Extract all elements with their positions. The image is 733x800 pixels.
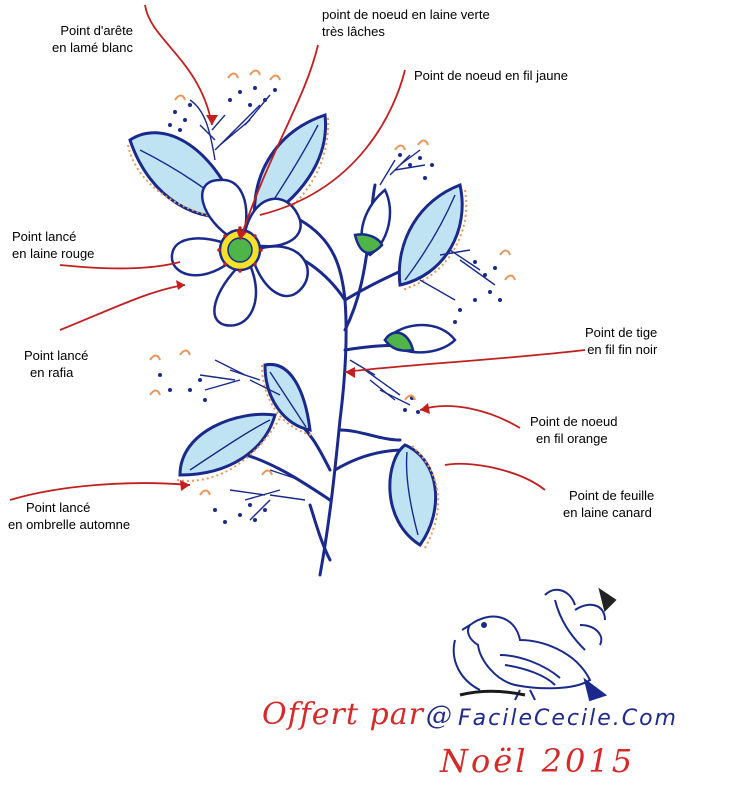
- label-lance-ombrelle-line2: en ombrelle automne: [8, 517, 131, 532]
- label-lance-rafia-line2: en rafia: [30, 365, 74, 380]
- label-lance-ombrelle: Point lancé en ombrelle automne: [8, 499, 130, 533]
- bird-stamp: [452, 587, 617, 702]
- label-lance-rafia-line1: Point lancé: [24, 348, 89, 363]
- label-lance-rouge: Point lancé en laine rouge: [12, 228, 94, 262]
- label-noeud-verte-line1: point de noeud en laine verte: [322, 7, 490, 22]
- label-arete: Point d'arête en lamé blanc: [52, 22, 133, 56]
- label-lance-rouge-line2: en laine rouge: [12, 246, 95, 261]
- signature-offert-text: Offert par: [262, 697, 424, 732]
- knot-dots: [158, 86, 502, 524]
- signature-site: FacileCecile.Com: [458, 706, 678, 731]
- pointer-arrowheads: [176, 115, 430, 491]
- signature-offert: Offert par@: [262, 697, 453, 732]
- label-noeud-jaune: Point de noeud en fil jaune: [414, 67, 568, 84]
- label-noeud-orange-line2: en fil orange: [536, 431, 608, 446]
- label-arete-line2: en lamé blanc: [52, 40, 133, 55]
- orange-knots: [149, 69, 516, 496]
- buds: [353, 188, 457, 354]
- label-tige: Point de tige en fil fin noir: [585, 324, 657, 358]
- flower-center-dots: [217, 226, 263, 273]
- label-noeud-jaune-line1: Point de noeud en fil jaune: [414, 68, 568, 83]
- label-lance-rouge-line1: Point lancé: [12, 229, 77, 244]
- label-noeud-verte-line2: très lâches: [322, 24, 385, 39]
- label-feuille-line1: Point de feuille: [569, 488, 655, 503]
- signature-at: @: [425, 701, 453, 731]
- pointer-lines: [9, 4, 586, 501]
- leaf-lower-right: [388, 443, 438, 548]
- label-lance-rafia: Point lancé en rafia: [24, 347, 88, 381]
- label-tige-line1: Point de tige: [585, 325, 658, 340]
- label-feuille-line2: en laine canard: [563, 505, 652, 520]
- label-noeud-verte: point de noeud en laine verte très lâche…: [322, 6, 490, 40]
- label-noeud-orange: Point de noeud en fil orange: [530, 413, 617, 447]
- signature-season: Noël 2015: [440, 742, 636, 780]
- leaf-right-big: [397, 182, 464, 287]
- label-feuille: Point de feuille en laine canard: [563, 487, 654, 521]
- label-noeud-orange-line1: Point de noeud: [530, 414, 618, 429]
- label-tige-line2: en fil fin noir: [587, 342, 658, 357]
- flower-center: [227, 237, 253, 263]
- label-lance-ombrelle-line1: Point lancé: [26, 500, 91, 515]
- label-arete-line1: Point d'arête: [60, 23, 133, 38]
- flower: [170, 178, 309, 327]
- sprigs: [189, 94, 496, 521]
- leaf-shading: [127, 117, 468, 549]
